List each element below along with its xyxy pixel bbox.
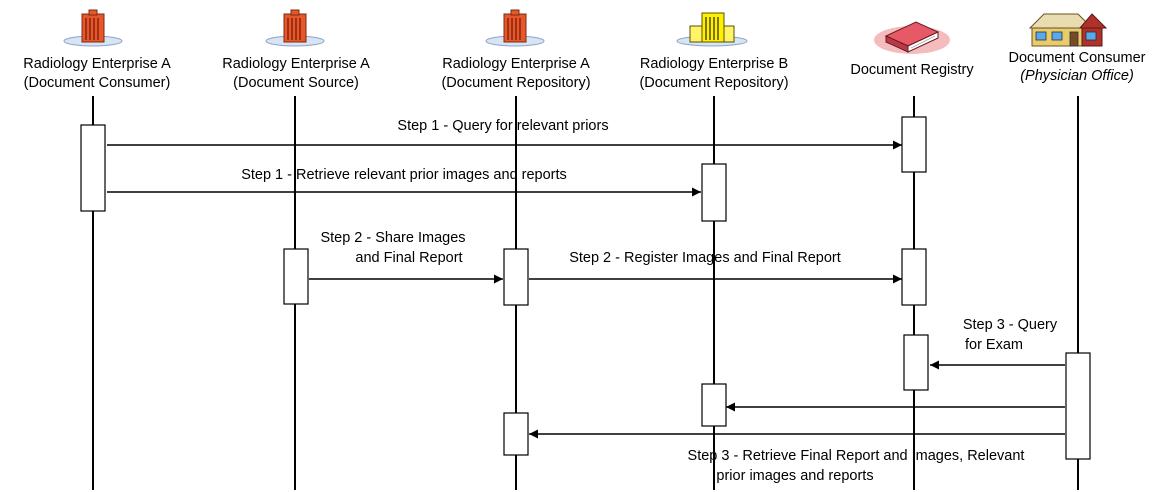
activation-registry-1: [901, 116, 927, 173]
house-icon: [1028, 13, 1108, 47]
activation-rad-b-repository-2: [701, 383, 727, 427]
actor-name-rad-a-repository: Radiology Enterprise A: [442, 56, 590, 72]
actor-name-rad-a-source: Radiology Enterprise A: [222, 56, 370, 72]
building-orange-icon: [265, 9, 325, 47]
message-label-step2-share: Step 2 - Share Images: [320, 230, 465, 246]
actor-role-rad-a-repository: (Document Repository): [441, 75, 590, 91]
activation-rad-a-consumer: [80, 124, 106, 212]
actor-name-registry: Document Registry: [850, 62, 974, 78]
building-orange-icon: [63, 9, 123, 47]
activation-registry-2: [901, 248, 927, 306]
actor-role-physician: (Physician Office): [1020, 68, 1134, 84]
message-label-step1-query: Step 1 - Query for relevant priors: [397, 118, 608, 134]
actor-role-rad-a-source: (Document Source): [233, 75, 359, 91]
message-label-step2-register: Step 2 - Register Images and Final Repor…: [569, 250, 841, 266]
actor-role-rad-b-repository: (Document Repository): [639, 75, 788, 91]
actor-role-rad-a-consumer: (Document Consumer): [24, 75, 171, 91]
activation-rad-a-repository-1: [503, 248, 529, 306]
actor-name-physician: Document Consumer: [1009, 50, 1146, 66]
registry-book-icon: [874, 21, 950, 54]
building-yellow-icon: [676, 12, 748, 47]
actor-name-rad-b-repository: Radiology Enterprise B: [640, 56, 788, 72]
activation-rad-b-repository-1: [701, 163, 727, 222]
activation-rad-a-repository-2: [503, 412, 529, 456]
message-label-step3-retrieve: Step 3 - Retrieve Final Report and Image…: [688, 448, 1025, 464]
message-label-step3-query: for Exam: [965, 337, 1023, 353]
building-orange-icon: [485, 9, 545, 47]
message-label-step3-query: Step 3 - Query: [963, 317, 1058, 333]
activation-physician: [1065, 352, 1091, 460]
message-label-step2-share: and Final Report: [355, 250, 462, 266]
message-label-step3-retrieve: prior images and reports: [716, 468, 873, 484]
actor-name-rad-a-consumer: Radiology Enterprise A: [23, 56, 171, 72]
message-label-step1-retrieve: Step 1 - Retrieve relevant prior images …: [241, 167, 567, 183]
activation-registry-3: [903, 334, 929, 391]
activation-rad-a-source: [283, 248, 309, 305]
